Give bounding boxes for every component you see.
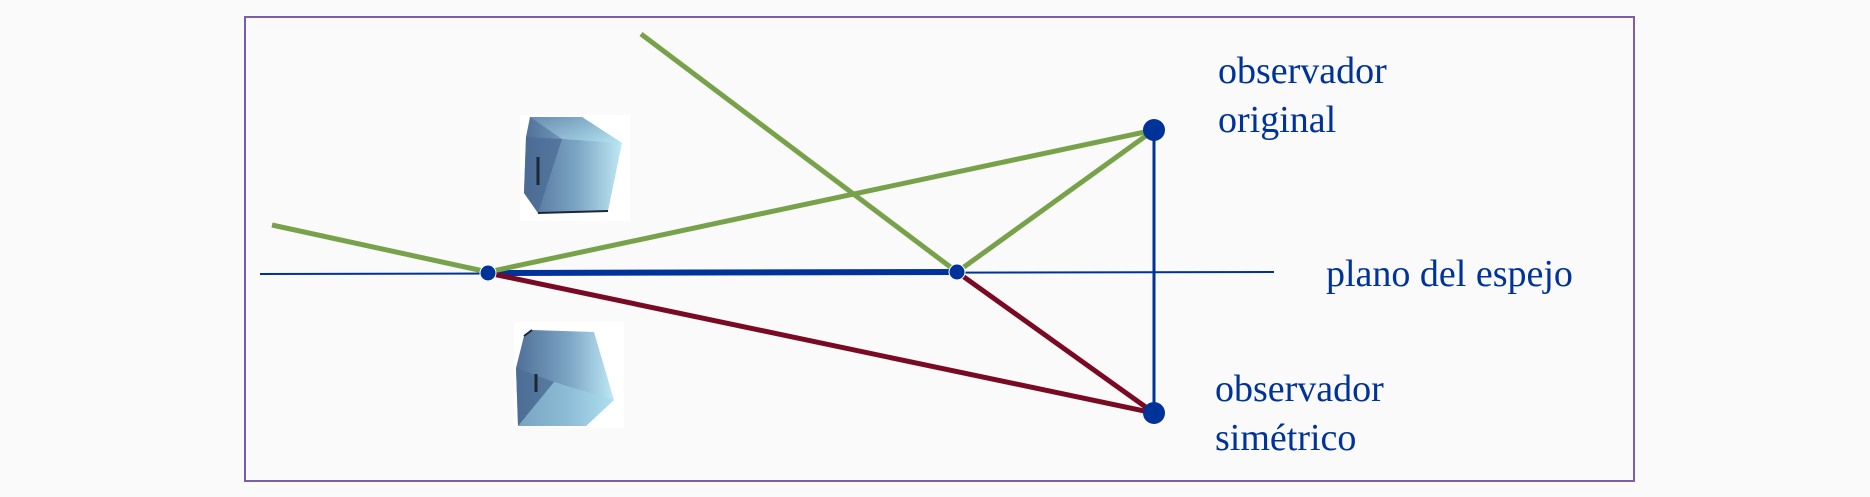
observer-symmetric-point (1143, 402, 1165, 424)
observer-symmetric-label: observador simétrico (1215, 368, 1393, 459)
observer-original-label-line2: original (1218, 99, 1336, 141)
green-ray-mirror-to-observer (955, 127, 1156, 275)
observer-original-point (1143, 119, 1165, 141)
frame (244, 16, 1635, 482)
red-ray-mirror-to-symmetric (955, 269, 1156, 416)
red-ray-left-to-symmetric (487, 270, 1155, 416)
mirror-segment (487, 269, 958, 276)
cube-icon (520, 115, 630, 221)
green-ray-top-to-mirror (639, 32, 959, 274)
green-ray-left-outer (271, 222, 489, 275)
green-ray-left-to-observer (487, 127, 1155, 275)
observer-symmetric-label-line1: observador (1215, 368, 1384, 410)
reflected-cube-icon (514, 322, 624, 428)
observer-original-label: observador original (1218, 50, 1396, 141)
observer-symmetric-label-line2: simétrico (1215, 417, 1356, 459)
mirror-point-right (948, 263, 966, 281)
observer-original-label-line1: observador (1218, 50, 1387, 92)
mirror-point-left (479, 264, 497, 282)
mirror-plane-label: plano del espejo (1326, 253, 1573, 295)
